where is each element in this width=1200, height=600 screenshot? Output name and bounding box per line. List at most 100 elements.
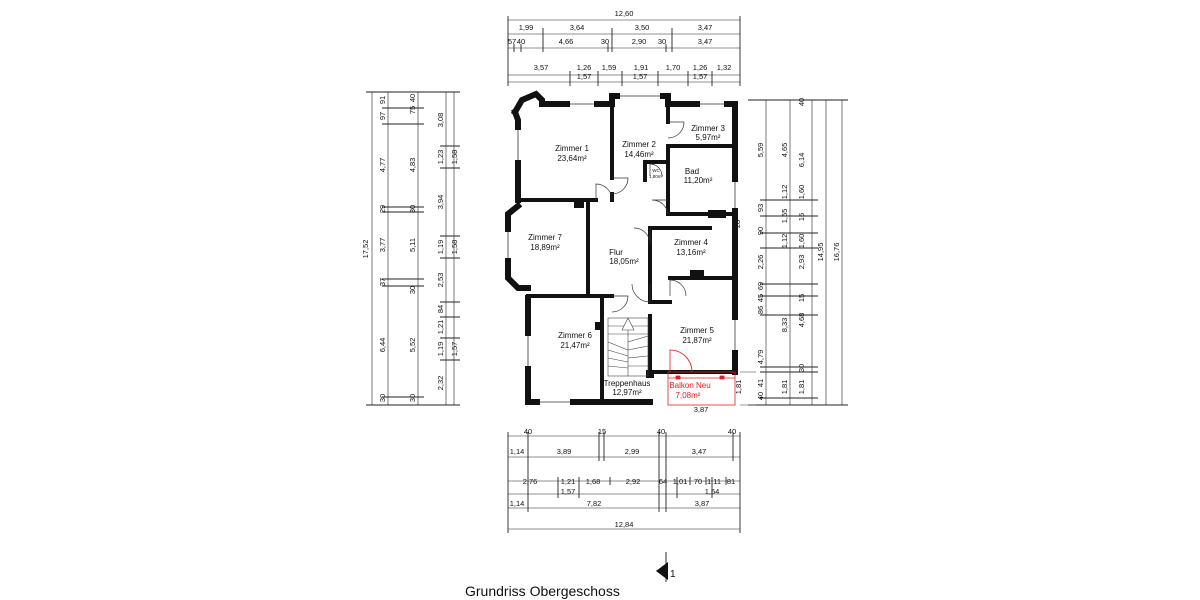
- dim-right1-c: 90: [756, 227, 765, 235]
- section-marker-number: 1: [670, 569, 676, 580]
- room-zimmer-5-area: 21,87m²: [682, 336, 712, 345]
- doors: [595, 121, 687, 313]
- room-zimmer-3-name: Zimmer 3: [691, 124, 725, 133]
- dim-bot1-c: 40: [657, 427, 665, 436]
- dim-right3-i: 4,68: [797, 313, 806, 328]
- dimension-labels: 12,60 1,99 3,64 3,50 3,47 57 40 4,66 30 …: [361, 9, 841, 529]
- dim-right2-c: 1,55: [780, 209, 789, 224]
- dim-bot1b-d: 3,47: [692, 447, 707, 456]
- dim-left3-h: 1,19: [436, 342, 445, 357]
- room-zimmer-1-name: Zimmer 1: [555, 144, 589, 153]
- dim-bot2b-b: 1,54: [705, 487, 720, 496]
- dim-bot3-a: 1,14: [510, 499, 525, 508]
- room-labels: Zimmer 1 23,64m² Zimmer 2 14,46m² Zimmer…: [528, 124, 725, 400]
- dim-left3-e: 2,53: [436, 273, 445, 288]
- dim-bot2b-a: 1,57: [561, 487, 576, 496]
- dim-top-total: 12,60: [615, 9, 634, 18]
- dim-left3-b: 1,23: [436, 150, 445, 165]
- dim-right3-d: 16: [797, 213, 806, 221]
- dim-left2-c: 4,83: [408, 158, 417, 173]
- room-zimmer-7-name: Zimmer 7: [528, 233, 562, 242]
- section-marker: 1: [656, 552, 676, 582]
- dim-left3-i: 2,32: [436, 376, 445, 391]
- dim-bot2-a: 2,76: [523, 477, 538, 486]
- dim-top3-b: 1,26: [577, 63, 592, 72]
- dim-left1-e: 3,77: [378, 238, 387, 253]
- dim-bot2-f: 1,01: [673, 477, 688, 486]
- dim-left3-a: 3,08: [436, 113, 445, 128]
- dim-balcony-depth: 1,81: [734, 380, 743, 395]
- room-zimmer-5-name: Zimmer 5: [680, 326, 714, 335]
- room-balkon-name: Balkon Neu: [669, 381, 710, 390]
- dim-right2-d: 1,12: [780, 234, 789, 249]
- dim-top3-e: 1,70: [666, 63, 681, 72]
- room-zimmer-2-area: 14,46m²: [624, 150, 654, 159]
- dim-left3b-b: 1,58: [450, 240, 459, 255]
- dim-right3-h: 15: [797, 294, 806, 302]
- dim-right1-e: 69: [756, 282, 765, 290]
- dim-left2-g: 5,52: [408, 338, 417, 353]
- dim-right2-b: 1,12: [780, 185, 789, 200]
- dim-left2-e: 5,11: [408, 238, 417, 252]
- dim-right2-a: 4,65: [780, 143, 789, 158]
- dim-bot1b-c: 2,99: [625, 447, 640, 456]
- dim-right3-c: 1,60: [797, 185, 806, 200]
- dim-top1-d: 3,47: [698, 23, 713, 32]
- dim-right1-f: 45: [756, 294, 765, 302]
- drawing-title: Grundriss Obergeschoss: [465, 583, 620, 599]
- dimension-lines: [366, 16, 848, 533]
- dim-right-total-1: 14,95: [816, 243, 825, 262]
- dim-right3-j: 30: [797, 364, 806, 372]
- dim-bot1b-b: 3,89: [557, 447, 572, 456]
- room-balkon-area: 7,08m²: [676, 391, 701, 400]
- dim-top3-f: 1,26: [693, 63, 708, 72]
- dim-left2-a: 40: [408, 94, 417, 102]
- dim-bot1-b: 15: [598, 427, 606, 436]
- dim-balcony-width: 3,87: [694, 405, 709, 414]
- dim-bot2-d: 2,92: [626, 477, 641, 486]
- windows: [504, 92, 739, 406]
- room-zimmer-4-area: 13,16m²: [676, 248, 706, 257]
- dim-bot3-c: 3,87: [695, 499, 710, 508]
- room-zimmer-2-name: Zimmer 2: [622, 140, 656, 149]
- room-bad-name: Bad: [685, 167, 699, 176]
- room-flur-area: 18,05m²: [609, 257, 639, 266]
- dim-top2-f: 30: [658, 37, 666, 46]
- dim-left2-f: 30: [408, 286, 417, 294]
- dim-bot2-b: 1,21: [561, 477, 576, 486]
- dim-right2-f: 1,81: [780, 380, 789, 395]
- dim-bot1-d: 40: [728, 427, 736, 436]
- dim-left2-h: 30: [408, 394, 417, 402]
- dim-right1-j: 40: [756, 392, 765, 400]
- balcony-new: [667, 349, 736, 406]
- dim-bot1-a: 40: [524, 427, 532, 436]
- room-zimmer-1-area: 23,64m²: [557, 154, 587, 163]
- dim-bot2-h: 1,11: [707, 477, 721, 486]
- dim-right3-b: 6,14: [797, 153, 806, 168]
- dim-left-total: 17,52: [361, 240, 370, 259]
- dim-bot1b-a: 1,14: [510, 447, 525, 456]
- dim-top1-c: 3,50: [635, 23, 650, 32]
- dim-right3-k: 1,81: [797, 380, 806, 395]
- dim-left3b-c: 1,57: [450, 342, 459, 357]
- dim-top3b-a: 1,57: [577, 72, 592, 81]
- dim-left3b-a: 1,58: [450, 150, 459, 165]
- room-zimmer-6-area: 21,47m²: [560, 341, 590, 350]
- dim-left1-c: 4,77: [378, 158, 387, 173]
- room-zimmer-4-name: Zimmer 4: [674, 238, 708, 247]
- dim-left1-g: 6,44: [378, 338, 387, 353]
- dim-left2-b: 75: [408, 106, 417, 114]
- dim-bot3-b: 7,82: [587, 499, 602, 508]
- room-zimmer-7-area: 18,89m²: [530, 243, 560, 252]
- dim-right1-a: 5,59: [756, 143, 765, 158]
- dim-left3-d: 1,19: [436, 240, 445, 255]
- dim-left1-a: 91: [378, 96, 387, 104]
- dim-right3-a: 40: [797, 98, 806, 106]
- dim-top2-b: 40: [517, 37, 525, 46]
- room-zimmer-6-name: Zimmer 6: [558, 331, 592, 340]
- dim-right-total-2: 16,76: [832, 243, 841, 262]
- dim-left1-f: 37: [378, 278, 387, 286]
- dim-right1-g: 86: [756, 306, 765, 314]
- staircase: [607, 317, 649, 377]
